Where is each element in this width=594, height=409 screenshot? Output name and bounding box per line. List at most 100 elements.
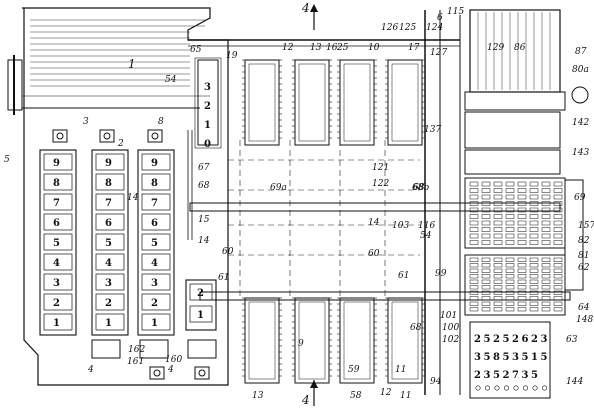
reference-numeral: 142	[572, 118, 589, 128]
digit-label: 0	[204, 139, 211, 150]
reference-numeral: 25	[336, 43, 349, 53]
digit-label: 4	[53, 258, 60, 269]
reference-numeral: 126	[381, 23, 398, 33]
digit-label: 3	[151, 278, 158, 289]
digit-label: 8	[151, 178, 158, 189]
reference-numeral: 8	[158, 117, 164, 127]
reference-numeral: 68	[413, 183, 425, 193]
digit-label: 3	[53, 278, 60, 289]
reference-numeral: 87	[575, 47, 587, 57]
svg-text:4: 4	[301, 393, 310, 407]
reference-numeral: 14	[198, 236, 210, 246]
plate-digit: 6	[522, 334, 529, 345]
reference-numeral: 11	[400, 391, 411, 401]
digit-label: 1	[151, 318, 158, 329]
digit-label: 1	[53, 318, 60, 329]
right-gear-teeth	[469, 181, 563, 312]
digit-label: 6	[151, 218, 158, 229]
right-mechanism	[424, 9, 589, 399]
plate-digit: 8	[493, 352, 500, 363]
reference-numeral: 100	[442, 323, 459, 333]
lower-counter-wheels	[242, 297, 425, 384]
reference-numeral: 58	[350, 391, 362, 401]
digit-label: 9	[53, 158, 60, 169]
section-marker-bottom: 4	[301, 380, 318, 407]
plate-digit: 3	[522, 370, 529, 381]
plate-digit: 5	[522, 352, 529, 363]
digit-label: 2	[53, 298, 60, 309]
digit-label: 1	[105, 318, 112, 329]
digit-label: 3	[105, 278, 112, 289]
left-gear-strip	[187, 130, 193, 240]
reference-numeral: 3	[83, 117, 89, 127]
reference-numeral: 67	[198, 163, 210, 173]
reference-numeral: 14	[368, 218, 380, 228]
dashed-grid	[228, 140, 420, 300]
plate-digit: 3	[474, 352, 481, 363]
digit-label: 9	[105, 158, 112, 169]
svg-text:4: 4	[301, 1, 310, 15]
reference-numeral: 12	[380, 388, 392, 398]
reference-numeral: 137	[424, 125, 441, 135]
reference-numeral: 157	[578, 221, 594, 231]
plate-digit: 7	[512, 370, 519, 381]
digit-label: 2	[105, 298, 112, 309]
reference-numeral: 115	[447, 7, 464, 17]
digit-label: 5	[105, 238, 112, 249]
frame-hatching	[30, 19, 205, 87]
reference-numeral: 82	[578, 236, 590, 246]
reference-numeral: 65	[190, 45, 202, 55]
plate-digit: 1	[531, 352, 538, 363]
reference-numeral: 19	[226, 51, 238, 61]
reference-numeral: 64	[578, 303, 590, 313]
reference-numeral: 122	[372, 179, 389, 189]
plate-digit: 3	[512, 352, 519, 363]
digit-label: 6	[105, 218, 112, 229]
digit-label: 4	[105, 258, 112, 269]
reference-numeral: 143	[572, 148, 589, 158]
reference-numeral: 60	[368, 249, 380, 259]
reference-numeral: 16	[326, 43, 338, 53]
reference-numeral: 4	[167, 365, 174, 375]
reference-numeral: 15	[198, 215, 210, 225]
reference-numeral: 86	[514, 43, 526, 53]
reference-numeral: 124	[426, 23, 443, 33]
reference-numeral: 9	[298, 339, 304, 349]
reference-numeral: 125	[399, 23, 416, 33]
reference-numeral: 14	[127, 193, 139, 203]
reference-numeral: 127	[430, 48, 447, 58]
digit-label: 8	[53, 178, 60, 189]
reference-numeral: 1	[128, 57, 136, 71]
window-row	[52, 129, 163, 143]
plate-digit: 2	[512, 334, 519, 345]
plate-digit: 5	[503, 334, 510, 345]
plate-digit: 5	[503, 352, 510, 363]
reference-numeral: 116	[418, 221, 435, 231]
upper-digit-column	[194, 57, 222, 149]
digit-label: 7	[151, 198, 158, 209]
reference-numeral: 4	[87, 365, 94, 375]
plate-digit: 5	[484, 352, 491, 363]
reference-numeral: 13	[310, 43, 322, 53]
reference-numeral: 54	[165, 75, 177, 85]
reference-numeral: 69a	[270, 183, 287, 193]
lower-shaft	[199, 291, 571, 301]
plate-digit: 2	[531, 334, 538, 345]
reference-numeral: 103	[392, 221, 409, 231]
digit-label: 7	[53, 198, 60, 209]
reference-numeral: 62	[578, 263, 590, 273]
reference-numeral: 148	[576, 315, 593, 325]
base-feet	[91, 339, 217, 380]
reference-numeral: 10	[368, 43, 380, 53]
reference-numeral: 101	[440, 311, 457, 321]
plate-digit: 2	[493, 334, 500, 345]
plate-digit: 2	[474, 334, 481, 345]
plate-digit: 2	[503, 370, 510, 381]
reference-numeral: 160	[165, 355, 182, 365]
plate-digit: 5	[493, 370, 500, 381]
reference-numeral: 68	[410, 323, 422, 333]
digit-label: 5	[53, 238, 60, 249]
